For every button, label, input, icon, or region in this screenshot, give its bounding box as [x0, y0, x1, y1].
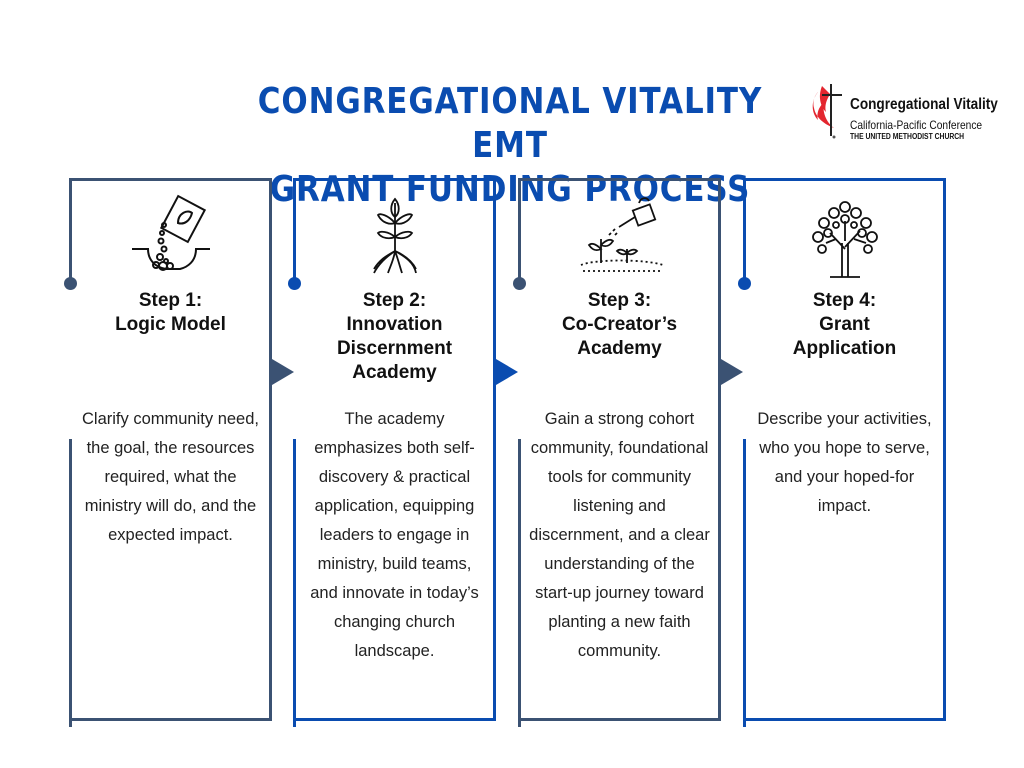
- logo-line-3: THE UNITED METHODIST CHURCH: [850, 132, 965, 141]
- timeline-dot: [513, 277, 526, 290]
- cross-flame-icon: [812, 84, 842, 139]
- step-card-3: Step 3: Co-Creator’s Academy Gain a stro…: [513, 178, 743, 727]
- step-number: Step 4:: [812, 290, 877, 311]
- step-number: Step 1:: [138, 290, 203, 311]
- arrow-right-icon: [721, 359, 743, 385]
- timeline-dot: [288, 277, 301, 290]
- step-heading: Step 3: Co-Creator’s Academy: [521, 289, 718, 361]
- title-line-2: GRANT FUNDING PROCESS: [269, 169, 751, 210]
- watering-can-icon: [580, 197, 663, 272]
- timeline-dot: [738, 277, 751, 290]
- step-card-1: Step 1: Logic Model Clarify community ne…: [64, 178, 294, 727]
- step-number: Step 2:: [362, 290, 427, 311]
- arrow-right-icon: [272, 359, 294, 385]
- step-description: Clarify community need, the goal, the re…: [82, 410, 259, 544]
- step-heading: Step 1: Logic Model: [72, 289, 269, 337]
- logo-line-1: Congregational Vitality: [850, 96, 998, 113]
- title-line-1: CONGREGATIONAL VITALITY EMT: [257, 81, 763, 166]
- step-description: Gain a strong cohort community, foundati…: [529, 410, 710, 660]
- step-description: Describe your activities, who you hope t…: [757, 410, 932, 515]
- step-title: Co-Creator’s Academy: [561, 314, 678, 359]
- step-card-4: Step 4: Grant Application Describe your …: [738, 178, 946, 727]
- step-title: Grant Application: [792, 314, 897, 359]
- step-number: Step 3:: [587, 290, 652, 311]
- step-title: Logic Model: [115, 314, 226, 335]
- step-heading: Step 4: Grant Application: [746, 289, 943, 361]
- step-description: The academy emphasizes both self-discove…: [310, 410, 479, 660]
- logo-line-2: California-Pacific Conference: [850, 118, 983, 132]
- timeline-dot: [64, 277, 77, 290]
- step-title: Innovation Discernment Academy: [336, 314, 453, 383]
- plant-roots-icon: [372, 197, 417, 274]
- page-title: CONGREGATIONAL VITALITY EMT GRANT FUNDIN…: [243, 80, 776, 212]
- arrow-right-icon: [496, 359, 518, 385]
- logo: Congregational Vitality California-Pacif…: [808, 82, 1018, 142]
- step-card-2: Step 2: Innovation Discernment Academy T…: [288, 178, 518, 727]
- step-heading: Step 2: Innovation Discernment Academy: [296, 289, 493, 385]
- seed-packet-icon: [131, 194, 210, 271]
- tree-icon: [811, 201, 878, 278]
